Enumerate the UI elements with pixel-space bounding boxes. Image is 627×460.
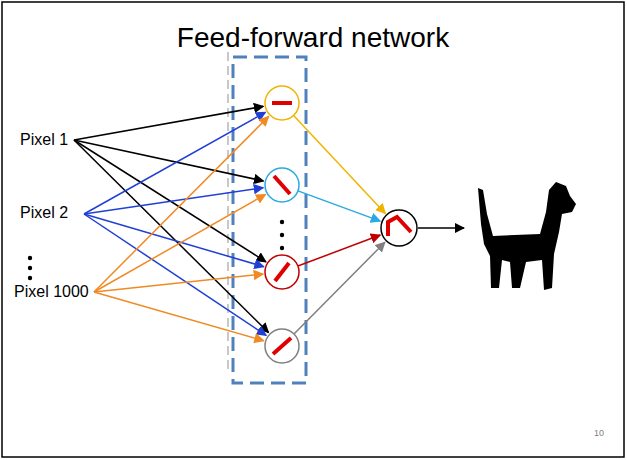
hidden-layer-box (233, 57, 306, 383)
weight-arrow (74, 140, 263, 181)
neuron-circles (265, 86, 417, 363)
weight-arrow (94, 116, 269, 292)
weight-arrow (74, 140, 269, 333)
weight-arrow (298, 235, 380, 266)
weight-arrow (298, 191, 380, 221)
corner-detector-symbol (388, 217, 411, 236)
output-arrow (418, 227, 464, 229)
slide-title: Feed-forward network (177, 22, 449, 54)
input-label: Pixel 1000 (14, 283, 89, 301)
layer-divider (227, 38, 229, 372)
weight-arrows (74, 106, 385, 340)
edge-detector-symbol (275, 263, 289, 281)
hidden-neuron (265, 86, 299, 120)
weight-arrow (94, 274, 263, 292)
output-neuron (381, 210, 417, 246)
weight-arrow (94, 194, 265, 292)
weight-arrow (294, 115, 386, 213)
weight-arrow (94, 292, 264, 341)
dog-silhouette (478, 182, 576, 290)
ellipsis-dots (28, 220, 284, 280)
page-number: 10 (594, 428, 604, 438)
weight-arrow (84, 112, 265, 214)
input-label: Pixel 1 (20, 131, 68, 149)
weight-arrow (84, 188, 263, 214)
hidden-neuron (265, 329, 299, 363)
weight-arrow (74, 140, 266, 262)
edge-detector-symbol (273, 338, 291, 354)
weight-arrow (74, 106, 263, 140)
weight-arrow (84, 214, 264, 267)
edge-detector-symbol (274, 176, 290, 194)
weight-arrow (294, 242, 385, 334)
hidden-neuron (265, 255, 299, 289)
edge-detector-symbol (272, 101, 292, 105)
input-label: Pixel 2 (20, 204, 68, 222)
hidden-neuron (265, 168, 299, 202)
